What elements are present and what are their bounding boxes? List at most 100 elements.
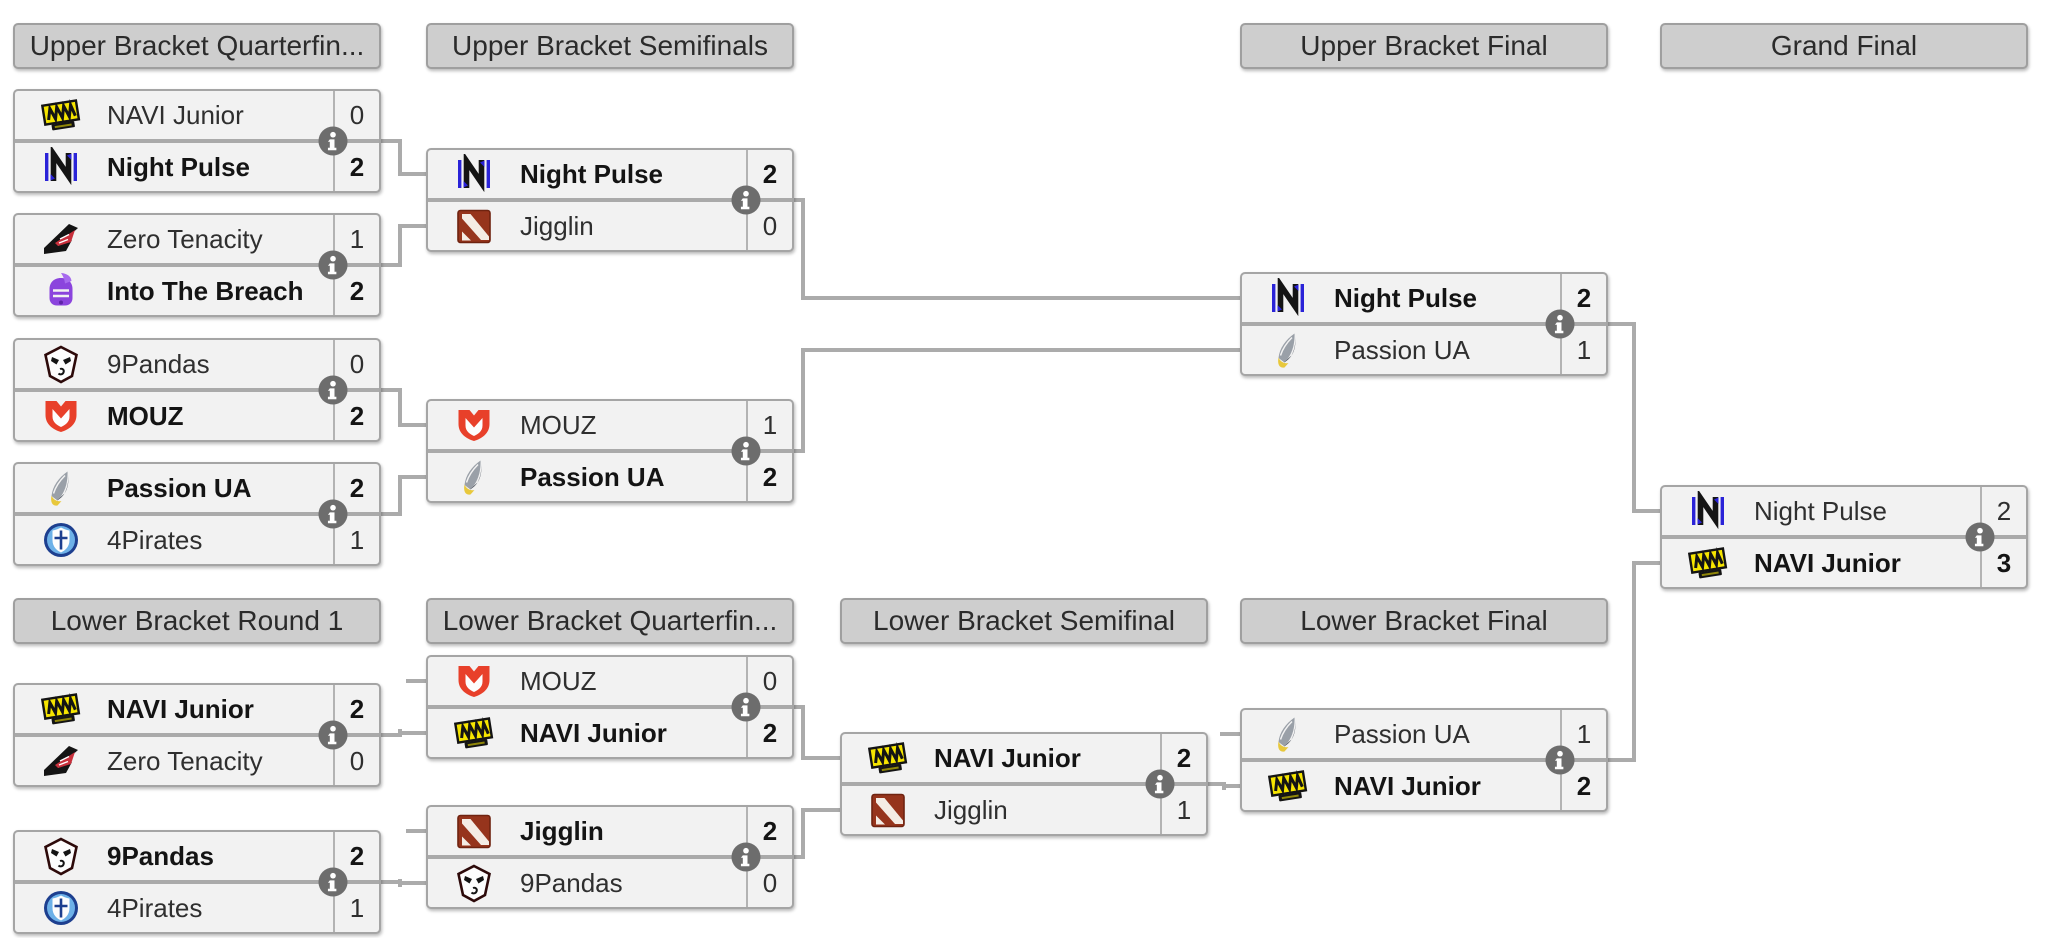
team-row[interactable]: 4Pirates 1	[15, 516, 379, 564]
team-name[interactable]: NAVI Junior	[107, 693, 254, 724]
team-name[interactable]: Night Pulse	[520, 158, 664, 189]
match-info-icon[interactable]	[318, 720, 348, 750]
team-row[interactable]: Into The Breach 2	[15, 267, 379, 315]
team-row[interactable]: Passion UA 1	[1242, 326, 1606, 374]
navi-junior-logo[interactable]	[1242, 762, 1334, 810]
team-row[interactable]: Night Pulse 2	[1662, 487, 2026, 535]
team-row[interactable]: NAVI Junior 0	[15, 91, 379, 139]
team-name[interactable]: NAVI Junior	[107, 99, 244, 130]
4pirates-logo[interactable]	[15, 884, 107, 932]
team-name[interactable]: MOUZ	[520, 409, 597, 440]
team-row[interactable]: NAVI Junior 2	[15, 685, 379, 733]
team-row[interactable]: NAVI Junior 2	[428, 709, 792, 757]
team-name[interactable]: Jigglin	[520, 815, 604, 846]
team-row[interactable]: Passion UA 2	[15, 464, 379, 512]
match-info-icon[interactable]	[731, 185, 761, 215]
zero-tenacity-logo[interactable]	[15, 737, 107, 785]
team-name[interactable]: MOUZ	[520, 665, 597, 696]
team-row[interactable]: Jigglin 1	[842, 786, 1206, 834]
team-name[interactable]: Into The Breach	[107, 275, 304, 306]
9pandas-logo[interactable]	[428, 859, 520, 907]
dota2-placeholder-logo[interactable]	[842, 786, 934, 834]
team-name[interactable]: Passion UA	[1334, 334, 1470, 365]
match-info-icon[interactable]	[1965, 522, 1995, 552]
team-name[interactable]: Passion UA	[520, 461, 665, 492]
team-row[interactable]: Passion UA 1	[1242, 710, 1606, 758]
team-name[interactable]: Passion UA	[1334, 718, 1470, 749]
team-name[interactable]: Night Pulse	[1754, 495, 1887, 526]
night-pulse-logo[interactable]	[428, 150, 520, 198]
navi-junior-logo[interactable]	[842, 734, 934, 782]
team-row[interactable]: 4Pirates 1	[15, 884, 379, 932]
navi-junior-logo[interactable]	[15, 91, 107, 139]
team-row[interactable]: Night Pulse 2	[15, 143, 379, 191]
team-row[interactable]: Jigglin 2	[428, 807, 792, 855]
team-row[interactable]: Night Pulse 2	[1242, 274, 1606, 322]
match-info-icon[interactable]	[1545, 309, 1575, 339]
team-name[interactable]: NAVI Junior	[1334, 770, 1481, 801]
team-row[interactable]: 9Pandas 0	[15, 340, 379, 388]
match-info-icon[interactable]	[318, 250, 348, 280]
team-row[interactable]: Passion UA 2	[428, 453, 792, 501]
team-name[interactable]: Passion UA	[107, 472, 252, 503]
match-info-icon[interactable]	[318, 499, 348, 529]
team-name[interactable]: 9Pandas	[107, 840, 214, 871]
match-info-icon[interactable]	[731, 692, 761, 722]
dota2-placeholder-logo[interactable]	[428, 202, 520, 250]
team-name[interactable]: Jigglin	[520, 210, 594, 241]
mouz-logo[interactable]	[428, 401, 520, 449]
passion-ua-logo[interactable]	[1242, 326, 1334, 374]
zero-tenacity-logo[interactable]	[15, 215, 107, 263]
team-name[interactable]: NAVI Junior	[520, 717, 667, 748]
team-row[interactable]: NAVI Junior 2	[842, 734, 1206, 782]
team-name[interactable]: Night Pulse	[107, 151, 251, 182]
team-row[interactable]: MOUZ 1	[428, 401, 792, 449]
navi-junior-logo[interactable]	[1662, 539, 1754, 587]
passion-ua-logo[interactable]	[1242, 710, 1334, 758]
9pandas-logo[interactable]	[15, 832, 107, 880]
passion-ua-logo[interactable]	[428, 453, 520, 501]
team-row[interactable]: MOUZ 2	[15, 392, 379, 440]
team-row[interactable]: Zero Tenacity 0	[15, 737, 379, 785]
night-pulse-logo[interactable]	[1662, 487, 1754, 535]
into-the-breach-logo[interactable]	[15, 267, 107, 315]
night-pulse-logo[interactable]	[15, 143, 107, 191]
team-name[interactable]: 9Pandas	[107, 348, 210, 379]
navi-junior-logo[interactable]	[428, 709, 520, 757]
team-name[interactable]: Zero Tenacity	[107, 223, 263, 254]
team-row[interactable]: 9Pandas 0	[428, 859, 792, 907]
team-row[interactable]: Jigglin 0	[428, 202, 792, 250]
match-info-icon[interactable]	[731, 436, 761, 466]
team-name[interactable]: MOUZ	[107, 400, 184, 431]
dota2-placeholder-logo[interactable]	[428, 807, 520, 855]
team-name[interactable]: 4Pirates	[107, 524, 203, 555]
team-row[interactable]: MOUZ 0	[428, 657, 792, 705]
team-row[interactable]: NAVI Junior 3	[1662, 539, 2026, 587]
team-name[interactable]: 4Pirates	[107, 892, 203, 923]
9pandas-logo[interactable]	[15, 340, 107, 388]
passion-ua-logo[interactable]	[15, 464, 107, 512]
team-name[interactable]: NAVI Junior	[934, 742, 1081, 773]
team-name[interactable]: Zero Tenacity	[107, 745, 263, 776]
match-info-icon[interactable]	[1145, 769, 1175, 799]
match-info-icon[interactable]	[1545, 745, 1575, 775]
bracket-connector	[801, 808, 840, 812]
team-row[interactable]: Night Pulse 2	[428, 150, 792, 198]
team-name[interactable]: Night Pulse	[1334, 282, 1478, 313]
4pirates-logo[interactable]	[15, 516, 107, 564]
match-info-icon[interactable]	[318, 126, 348, 156]
mouz-logo[interactable]	[428, 657, 520, 705]
bracket-connector	[794, 198, 805, 202]
night-pulse-logo[interactable]	[1242, 274, 1334, 322]
mouz-logo[interactable]	[15, 392, 107, 440]
match-info-icon[interactable]	[731, 842, 761, 872]
team-name[interactable]: 9Pandas	[520, 867, 623, 898]
match-info-icon[interactable]	[318, 375, 348, 405]
match-info-icon[interactable]	[318, 867, 348, 897]
team-name[interactable]: NAVI Junior	[1754, 547, 1901, 578]
team-row[interactable]: Zero Tenacity 1	[15, 215, 379, 263]
team-row[interactable]: 9Pandas 2	[15, 832, 379, 880]
team-row[interactable]: NAVI Junior 2	[1242, 762, 1606, 810]
navi-junior-logo[interactable]	[15, 685, 107, 733]
team-name[interactable]: Jigglin	[934, 794, 1008, 825]
